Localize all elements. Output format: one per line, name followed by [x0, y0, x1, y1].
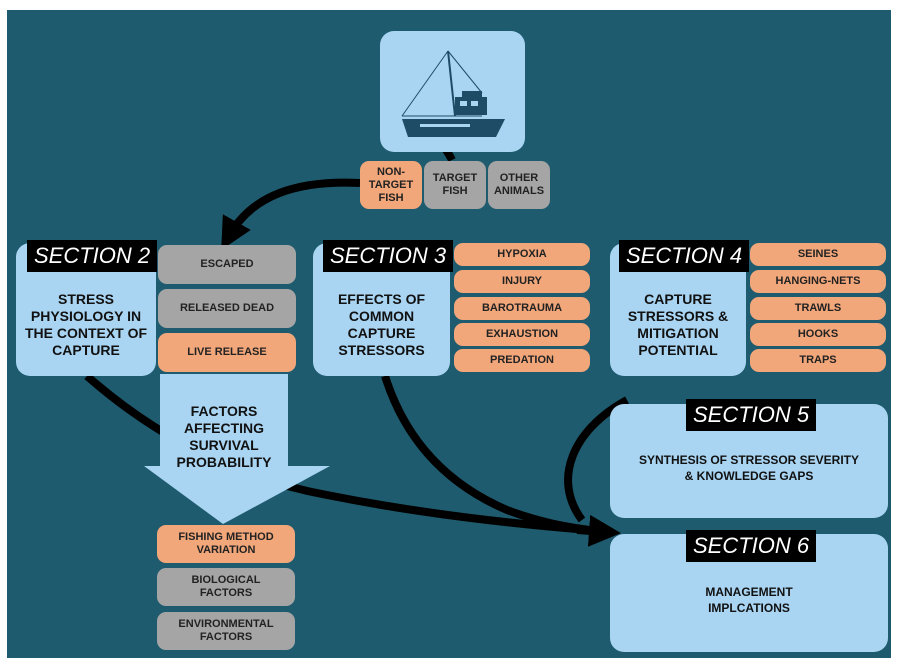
gear-seines: SEINES	[750, 243, 886, 266]
section5-tag: SECTION 5	[686, 399, 817, 431]
gear-trawls: TRAWLS	[750, 297, 886, 320]
section6-tag: SECTION 6	[686, 530, 817, 562]
factor-biological: BIOLOGICAL FACTORS	[157, 568, 295, 606]
stressor-barotrauma: BAROTRAUMA	[454, 297, 590, 320]
stressor-injury: INJURY	[454, 270, 590, 293]
fishing-boat-icon	[401, 50, 505, 137]
survival-factors-title: FACTORS AFFECTING SURVIVAL PROBABILITY	[176, 403, 272, 470]
catch-other-animals: OTHER ANIMALS	[488, 161, 550, 209]
boat-panel	[380, 31, 525, 152]
flow-arrows	[84, 115, 629, 547]
outcome-escaped: ESCAPED	[158, 245, 296, 284]
arrow-section3-to-section6	[381, 374, 590, 534]
gear-hooks: HOOKS	[750, 323, 886, 346]
arrow-section2-to-section6	[84, 372, 590, 534]
arrow-section5-to-section6	[564, 396, 629, 523]
stressor-exhaustion: EXHAUSTION	[454, 323, 590, 346]
factor-environmental: ENVIRONMENTAL FACTORS	[157, 612, 295, 650]
section4-tag: SECTION 4	[619, 240, 750, 272]
stressor-predation: PREDATION	[454, 349, 590, 372]
outcome-released-dead: RELEASED DEAD	[158, 289, 296, 328]
catch-target-fish: TARGET FISH	[424, 161, 486, 209]
stressor-hypoxia: HYPOXIA	[454, 243, 590, 266]
section3-tag: SECTION 3	[323, 240, 454, 272]
diagram-canvas: NON- TARGET FISH TARGET FISH OTHER ANIMA…	[7, 10, 891, 658]
survival-arrow-shape	[144, 374, 330, 524]
arrow-into-section6	[576, 514, 621, 547]
gear-hanging-nets: HANGING-NETS	[750, 270, 886, 293]
factor-fishing-method: FISHING METHOD VARIATION	[157, 525, 295, 563]
outcome-live-release: LIVE RELEASE	[158, 333, 296, 372]
gear-traps: TRAPS	[750, 349, 886, 372]
catch-nontarget-fish: NON- TARGET FISH	[360, 161, 422, 209]
arrow-catch-to-escaped	[221, 178, 361, 250]
section2-tag: SECTION 2	[27, 240, 158, 272]
